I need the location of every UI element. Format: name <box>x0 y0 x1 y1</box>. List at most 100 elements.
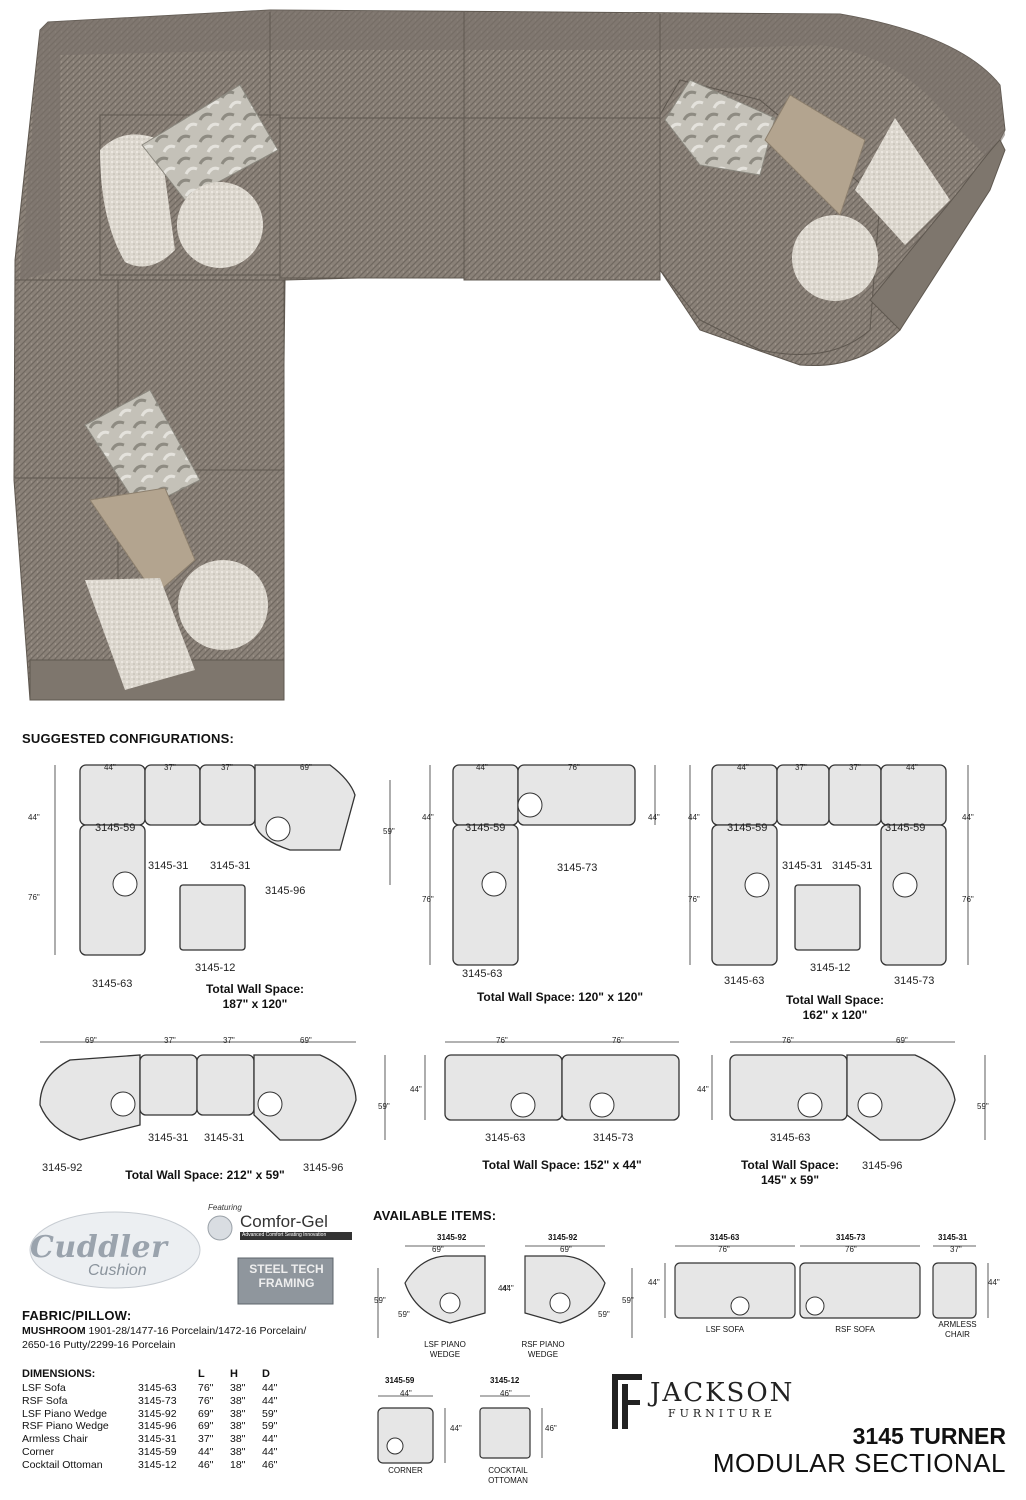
cfg4-label-armless-1: 3145-31 <box>148 1132 189 1144</box>
item-armless-width: 37" <box>950 1245 962 1254</box>
cfg5-label-sofa-left: 3145-63 <box>485 1132 526 1144</box>
cfg1-dim-top-3: 37" <box>221 763 233 772</box>
item-lsf-sofa-width: 76" <box>718 1245 730 1254</box>
item-armless-code: 3145-31 <box>938 1233 968 1242</box>
cfg3-dim-side-1: 44" <box>688 813 700 822</box>
sectional-product-image <box>13 9 1006 701</box>
cfg6-dim-side-2: 59" <box>977 1102 989 1111</box>
item-lsf-sofa-name: LSF SOFA <box>705 1325 745 1334</box>
cfg1-dim-top-2: 37" <box>164 763 176 772</box>
cfg4-label-armless-2: 3145-31 <box>204 1132 245 1144</box>
cfg3-dim-top-3: 37" <box>849 763 861 772</box>
dim-header-l: L <box>198 1368 205 1380</box>
cuddler-cushion-text: Cushion <box>88 1262 147 1279</box>
cfg1-dim-side-2: 76" <box>28 893 40 902</box>
item-corner-code: 3145-59 <box>385 1376 415 1385</box>
cfg6-dim-top-1: 76" <box>782 1036 794 1045</box>
cfg4-dim-top-1: 69" <box>85 1036 97 1045</box>
item-lsf-sofa-depth: 44" <box>648 1278 660 1287</box>
cfg2-label-sofa-right: 3145-73 <box>557 862 598 874</box>
jackson-furniture-text: FURNITURE <box>668 1407 777 1420</box>
item-rsf-wedge-width: 69" <box>560 1245 572 1254</box>
cfg3-dim-top-2: 37" <box>795 763 807 772</box>
item-lsf-sofa-code: 3145-63 <box>710 1233 740 1242</box>
item-armless-depth: 44" <box>988 1278 1000 1287</box>
cfg4-dim-side-1: 59" <box>378 1102 390 1111</box>
cfg4-label-wedge-left: 3145-92 <box>42 1162 83 1174</box>
dim-header-d: D <box>262 1368 270 1380</box>
item-corner-name: CORNER <box>388 1466 423 1475</box>
cfg3-label-ottoman: 3145-12 <box>810 962 851 974</box>
item-rsf-wedge-diag1: 59" <box>598 1310 610 1319</box>
cfg2-dim-side-1: 44" <box>422 813 434 822</box>
item-ottoman-code: 3145-12 <box>490 1376 520 1385</box>
comforgel-logo-text: Comfor-Gel <box>240 1212 328 1231</box>
suggested-configurations-heading: SUGGESTED CONFIGURATIONS: <box>22 731 235 746</box>
jackson-logo-text: JACKSON <box>650 1378 795 1408</box>
cfg3-label-armless-1: 3145-31 <box>782 860 823 872</box>
dim-header-h: H <box>230 1368 238 1380</box>
cfg4-label-wedge-right: 3145-96 <box>303 1162 344 1174</box>
cfg1-label-armless-2: 3145-31 <box>210 860 251 872</box>
configurations-diagram <box>39 764 986 1141</box>
product-name: MODULAR SECTIONAL <box>712 1448 1006 1478</box>
cfg1-label-corner: 3145-59 <box>95 822 136 834</box>
item-rsf-sofa-code: 3145-73 <box>836 1233 866 1242</box>
item-corner-width: 44" <box>400 1389 412 1398</box>
cfg6-label-wedge: 3145-96 <box>862 1160 903 1172</box>
available-items-diagram <box>377 1245 989 1464</box>
cfg3-label-armless-2: 3145-31 <box>832 860 873 872</box>
cfg3-dim-side-4: 76" <box>962 895 974 904</box>
cfg2-total-wall-space: Total Wall Space: 120" x 120" <box>476 990 644 1004</box>
cfg1-label-ottoman: 3145-12 <box>195 962 236 974</box>
cfg1-dim-side-3: 59" <box>383 827 395 836</box>
cfg5-dim-top-2: 76" <box>612 1036 624 1045</box>
pillow-group-left-corner <box>100 84 279 268</box>
cfg1-dim-side-1: 44" <box>28 813 40 822</box>
cfg3-label-corner-left: 3145-59 <box>727 822 768 834</box>
pillow-group-right-curve <box>664 79 950 301</box>
cfg1-label-armless-1: 3145-31 <box>148 860 189 872</box>
item-rsf-sofa-width: 76" <box>845 1245 857 1254</box>
jackson-logo-icon <box>612 1374 642 1429</box>
cfg1-total-wall-space: Total Wall Space:187" x 120" <box>205 982 304 1011</box>
cfg2-dim-side-3: 44" <box>648 813 660 822</box>
cfg4-dim-top-3: 37" <box>223 1036 235 1045</box>
featuring-text: Featuring <box>208 1203 242 1212</box>
cfg1-label-sofa: 3145-63 <box>92 978 133 990</box>
cfg5-total-wall-space: Total Wall Space: 152" x 44" <box>482 1158 642 1172</box>
cfg2-dim-side-2: 76" <box>422 895 434 904</box>
cfg2-label-corner: 3145-59 <box>465 822 506 834</box>
cfg3-label-sofa-right: 3145-73 <box>894 975 935 987</box>
cfg2-dim-top-2: 76" <box>568 763 580 772</box>
item-rsf-wedge-depth: 44" <box>502 1284 514 1293</box>
cfg3-dim-side-3: 44" <box>962 813 974 822</box>
cfg1-dim-top-1: 44" <box>104 763 116 772</box>
cfg6-dim-top-2: 69" <box>896 1036 908 1045</box>
cfg2-label-sofa-left: 3145-63 <box>462 968 503 980</box>
pillow-group-left-bottom <box>84 389 268 690</box>
cfg5-dim-side-1: 44" <box>410 1085 422 1094</box>
cfg6-total-wall-space: Total Wall Space:145" x 59" <box>740 1158 839 1187</box>
cfg1-label-wedge: 3145-96 <box>265 885 306 897</box>
dimensions-heading: DIMENSIONS: <box>22 1368 96 1380</box>
cfg4-dim-top-2: 37" <box>164 1036 176 1045</box>
cfg6-dim-side-1: 44" <box>697 1085 709 1094</box>
item-rsf-wedge-code: 3145-92 <box>548 1233 578 1242</box>
cfg3-dim-side-2: 76" <box>688 895 700 904</box>
item-lsf-wedge-diag1: 59" <box>374 1296 386 1305</box>
cfg3-label-corner-right: 3145-59 <box>885 822 926 834</box>
item-lsf-wedge-width: 69" <box>432 1245 444 1254</box>
item-rsf-sofa-name: RSF SOFA <box>835 1325 875 1334</box>
cuddler-logo-text: Cuddler <box>30 1230 168 1265</box>
